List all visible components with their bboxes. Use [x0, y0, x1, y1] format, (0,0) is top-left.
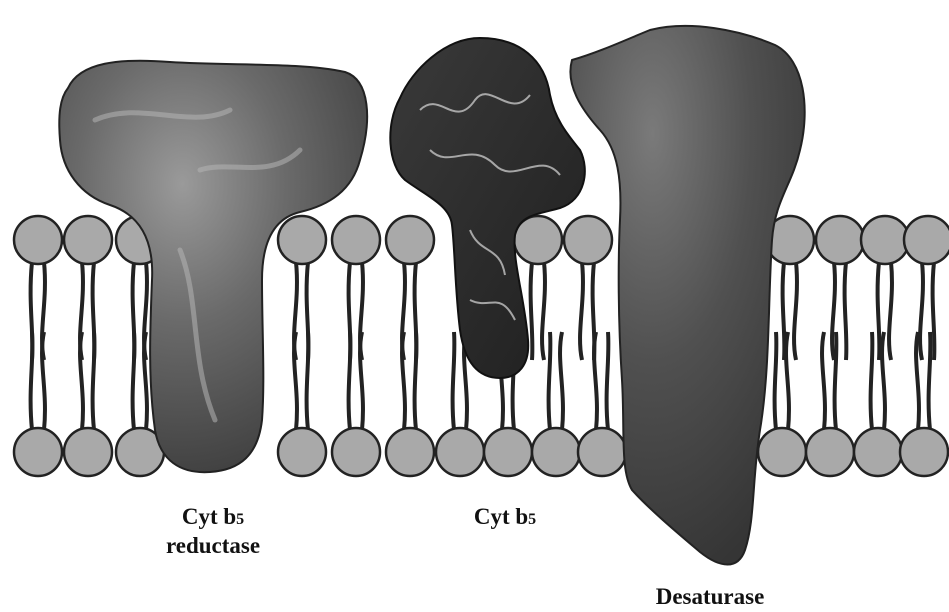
desaturase-protein [570, 26, 804, 565]
phosphate-head [900, 428, 948, 476]
phosphate-head [854, 428, 902, 476]
fatty-acid-tail [307, 332, 309, 430]
fatty-acid-tail [80, 332, 83, 430]
phospholipid [900, 332, 948, 476]
fatty-acid-tail [42, 332, 45, 430]
fatty-acid-tail [294, 332, 297, 430]
phospholipid [386, 216, 434, 360]
phosphate-head [484, 428, 532, 476]
fatty-acid-tail [594, 332, 597, 430]
fatty-acid-tail [929, 332, 931, 430]
phospholipid [278, 332, 326, 476]
phosphate-head [386, 216, 434, 264]
fatty-acid-tail [882, 332, 885, 430]
fatty-acid-tail [31, 332, 33, 430]
phospholipid [386, 332, 434, 476]
phosphate-head [14, 428, 62, 476]
phospholipid [532, 332, 580, 476]
phosphate-head [278, 216, 326, 264]
fatty-acid-tail [822, 332, 825, 430]
fatty-acid-tail [933, 262, 935, 360]
fatty-acid-tail [835, 332, 837, 430]
fatty-acid-tail [415, 332, 417, 430]
fatty-acid-tail [871, 332, 873, 430]
phospholipid [904, 216, 949, 360]
fatty-acid-tail [607, 332, 609, 430]
phosphate-head [332, 428, 380, 476]
desaturase-label: Desaturase [656, 584, 765, 609]
phosphate-head [816, 216, 864, 264]
phosphate-head [278, 428, 326, 476]
phospholipid [14, 216, 62, 360]
fatty-acid-tail [349, 332, 351, 430]
fatty-acid-tail [453, 332, 455, 430]
phospholipid [278, 216, 326, 360]
phosphate-head [64, 216, 112, 264]
fatty-acid-tail [549, 332, 551, 430]
fatty-acid-tail [786, 332, 789, 430]
phospholipid [332, 216, 380, 360]
phosphate-head [386, 428, 434, 476]
fatty-acid-tail [580, 262, 583, 360]
phospholipid [564, 216, 612, 360]
phosphate-head [806, 428, 854, 476]
fatty-acid-tail [144, 332, 147, 430]
phosphate-head [564, 216, 612, 264]
phospholipid [14, 332, 62, 476]
phosphate-head [64, 428, 112, 476]
fatty-acid-tail [542, 262, 545, 360]
fatty-acid-tail [93, 332, 95, 430]
cyt-b5-reductase-label: Cyt b5 [182, 504, 244, 529]
phosphate-head [578, 428, 626, 476]
phosphate-head [904, 216, 949, 264]
fatty-acid-tail [783, 262, 785, 360]
phospholipid [64, 332, 112, 476]
cyt-b5-protein [390, 38, 585, 378]
phosphate-head [532, 428, 580, 476]
fatty-acid-tail [531, 262, 533, 360]
phospholipid [332, 332, 380, 476]
fatty-acid-tail [920, 262, 923, 360]
phospholipid [861, 216, 909, 360]
fatty-acid-tail [878, 262, 880, 360]
fatty-acid-tail [133, 332, 135, 430]
fatty-acid-tail [360, 332, 363, 430]
fatty-acid-tail [775, 332, 777, 430]
fatty-acid-tail [794, 262, 797, 360]
cyt-b5-label: Cyt b5 [474, 504, 536, 529]
phospholipid [64, 216, 112, 360]
fatty-acid-tail [845, 262, 847, 360]
fatty-acid-tail [889, 262, 892, 360]
phospholipid [578, 332, 626, 476]
phosphate-head [758, 428, 806, 476]
phosphate-head [436, 428, 484, 476]
phosphate-head [14, 216, 62, 264]
cyt-b5-reductase-label-line2: reductase [166, 533, 260, 558]
phosphate-head [861, 216, 909, 264]
fatty-acid-tail [402, 332, 405, 430]
phosphate-head [332, 216, 380, 264]
fatty-acid-tail [560, 332, 563, 430]
